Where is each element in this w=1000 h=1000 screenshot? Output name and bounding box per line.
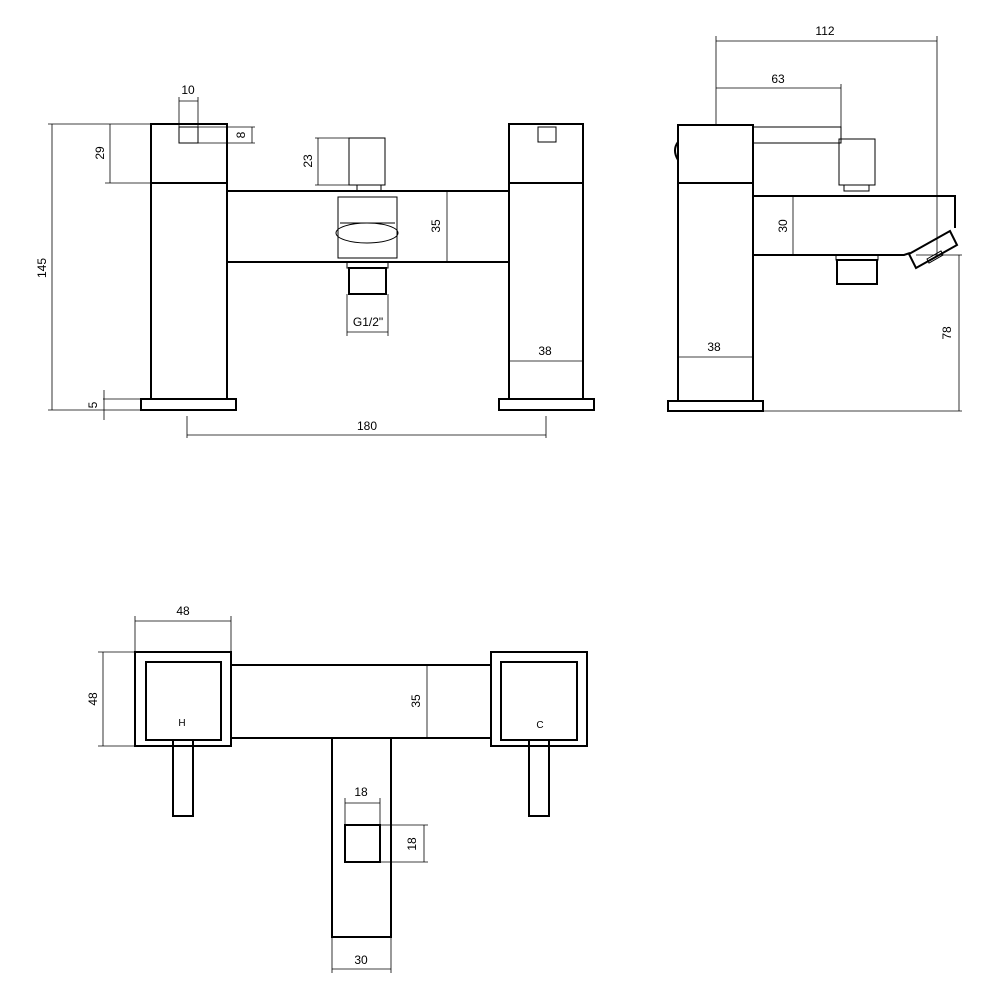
side-lever bbox=[752, 126, 842, 144]
dim-base-height: 5 bbox=[86, 401, 100, 408]
dim-centres: 180 bbox=[357, 419, 377, 433]
front-view: 10 8 29 145 5 23 35 G1/2" 38 180 bbox=[35, 83, 595, 438]
left-base bbox=[140, 398, 237, 411]
dim-handle-height: 8 bbox=[234, 131, 248, 138]
hot-label: H bbox=[178, 718, 185, 729]
cold-label: C bbox=[536, 720, 543, 731]
bridge-body bbox=[226, 190, 510, 263]
top-view: H C 48 48 35 18 18 30 bbox=[86, 604, 588, 973]
left-handle bbox=[178, 126, 199, 144]
dim-body-depth: 35 bbox=[409, 694, 423, 708]
dim-diverter-height: 23 bbox=[301, 154, 315, 168]
dim-spout-width: 30 bbox=[354, 953, 368, 967]
dim-lever-depth: 63 bbox=[771, 72, 785, 86]
dim-total-depth: 112 bbox=[815, 24, 834, 38]
dim-side-pillar-width: 38 bbox=[707, 340, 721, 354]
top-spout bbox=[331, 737, 392, 938]
dim-diverter-depth: 18 bbox=[405, 837, 419, 851]
dim-total-height: 145 bbox=[35, 258, 49, 278]
cold-head-outer bbox=[490, 651, 588, 747]
dim-connection: G1/2" bbox=[353, 315, 383, 329]
hot-lever bbox=[172, 739, 194, 817]
hot-head-outer bbox=[134, 651, 232, 747]
side-view: 112 63 30 38 78 bbox=[667, 24, 962, 412]
dim-spout-height: 30 bbox=[776, 219, 790, 233]
right-base bbox=[498, 398, 595, 411]
right-handle bbox=[537, 126, 557, 143]
dim-pillar-width: 38 bbox=[538, 344, 552, 358]
cold-lever bbox=[528, 739, 550, 817]
left-pillar bbox=[150, 123, 228, 400]
side-base bbox=[667, 400, 764, 412]
diverter-knob bbox=[348, 137, 386, 186]
dim-head-depth: 48 bbox=[86, 692, 100, 706]
side-pillar bbox=[677, 124, 754, 402]
side-diverter-knob bbox=[838, 138, 876, 186]
side-nut bbox=[836, 259, 878, 285]
top-bridge bbox=[230, 664, 492, 739]
connection-nut bbox=[348, 267, 387, 295]
dim-head-width: 48 bbox=[176, 604, 190, 618]
dim-body-height: 35 bbox=[429, 219, 443, 233]
dim-diverter-width: 18 bbox=[354, 785, 368, 799]
spout-nozzle bbox=[907, 229, 959, 270]
dim-handle-width: 10 bbox=[181, 83, 195, 97]
top-diverter bbox=[344, 824, 381, 863]
dim-spout-clearance: 78 bbox=[940, 326, 954, 340]
dim-head-height: 29 bbox=[93, 146, 107, 160]
diverter-block bbox=[337, 196, 398, 259]
